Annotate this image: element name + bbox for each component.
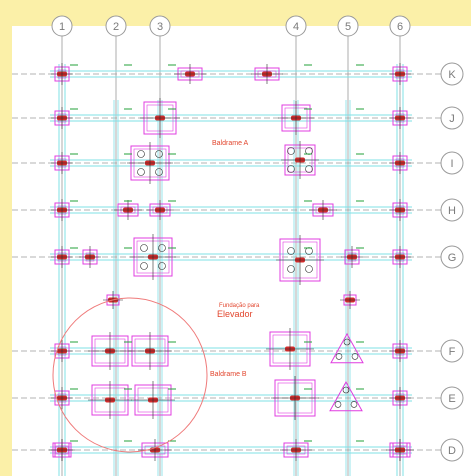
axis-label-row-F: F xyxy=(449,346,456,358)
pile-circle xyxy=(351,353,359,360)
pile-circle xyxy=(140,244,148,252)
axis-label-row-I: I xyxy=(450,158,453,170)
label-elevador: Elevador xyxy=(217,309,253,319)
pile-circle xyxy=(287,265,295,273)
axis-label-row-J: J xyxy=(449,113,455,125)
pile-circle xyxy=(334,401,342,408)
grid-axis-bubbles: 1 2 3 4 5 6K J I H G F E D xyxy=(51,15,464,462)
pile-circle xyxy=(343,338,351,346)
axis-bubble-col-6 xyxy=(389,15,411,37)
pile-circle xyxy=(137,150,145,158)
axis-bubble-row-D xyxy=(440,438,464,462)
pile-circle xyxy=(335,353,343,360)
pile-circle xyxy=(287,165,295,173)
axis-label-row-K: K xyxy=(448,69,456,81)
pile-circle xyxy=(305,265,313,273)
label-baldrame-a: Baldrame A xyxy=(212,140,249,147)
beam-lines xyxy=(50,64,412,476)
axis-label-row-G: G xyxy=(448,252,457,264)
secondary-details xyxy=(70,64,364,442)
label-baldrame-b: Baldrame B xyxy=(210,371,247,378)
axis-label-row-H: H xyxy=(448,205,456,217)
axis-bubble-row-I xyxy=(440,151,464,175)
axis-bubble-col-5 xyxy=(337,15,359,37)
axis-label-row-D: D xyxy=(448,445,456,457)
axis-label-col-1: 1 xyxy=(59,21,65,33)
pile-circle xyxy=(158,262,166,270)
pile-circle xyxy=(137,168,145,176)
pile-circle xyxy=(140,262,148,270)
pile-circle xyxy=(305,165,313,173)
elevator-foundation-outline xyxy=(52,297,208,453)
pile-circle xyxy=(350,401,358,408)
axis-bubble-col-1 xyxy=(51,15,73,37)
triangular-pile-cap-e xyxy=(329,380,363,412)
pile-circle xyxy=(155,168,163,176)
axis-label-col-2: 2 xyxy=(113,21,119,33)
axis-bubble-row-F xyxy=(440,339,464,363)
triangular-pile-cap-f xyxy=(330,332,364,364)
axis-label-col-4: 4 xyxy=(293,21,299,33)
drawing-sheet xyxy=(12,26,471,476)
axis-label-row-E: E xyxy=(448,393,455,405)
axis-label-col-6: 6 xyxy=(397,21,403,33)
axis-bubble-row-J xyxy=(440,106,464,130)
axis-bubble-col-3 xyxy=(149,15,171,37)
axis-bubble-col-4 xyxy=(285,15,307,37)
pile-circle xyxy=(342,386,350,394)
axis-bubble-col-2 xyxy=(105,15,127,37)
pile-circle xyxy=(287,247,295,255)
axis-bubble-row-E xyxy=(440,386,464,410)
axis-bubble-row-G xyxy=(440,245,464,269)
pile-circle xyxy=(155,150,163,158)
axis-bubble-row-H xyxy=(440,198,464,222)
pile-circle xyxy=(158,244,166,252)
pile-circle xyxy=(287,147,295,155)
label-fundacao-para: Fundação para xyxy=(219,303,260,309)
axis-bubble-row-K xyxy=(440,62,464,86)
axis-label-col-5: 5 xyxy=(345,21,351,33)
axis-label-col-3: 3 xyxy=(157,21,163,33)
